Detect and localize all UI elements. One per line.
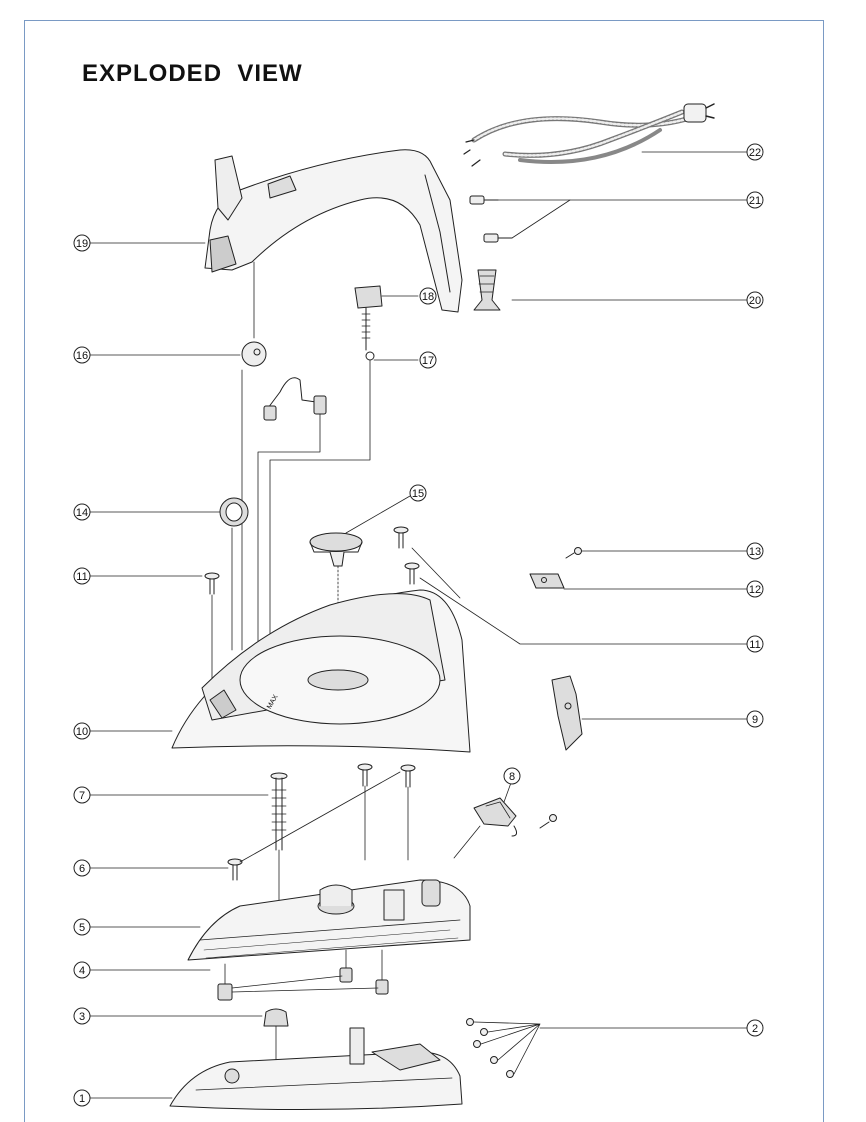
callout-number-15: 15 <box>412 488 424 500</box>
callout-circle-9 <box>746 710 764 728</box>
plate-12 <box>529 573 748 590</box>
callout-number-5: 5 <box>79 922 85 934</box>
page-frame <box>24 20 824 1122</box>
callout-circle-14 <box>73 503 91 521</box>
callout-number-7: 7 <box>79 790 85 802</box>
callout-number-8: 8 <box>509 771 515 783</box>
callout-circle-11 <box>73 567 91 585</box>
callout-circle-17 <box>419 351 437 369</box>
callout-number-10: 10 <box>76 726 88 738</box>
callout-number-14: 14 <box>76 507 88 519</box>
callout-circle-18 <box>419 287 437 305</box>
strain-relief-part <box>473 269 748 311</box>
callout-number-19: 19 <box>76 238 88 250</box>
callout-circle-7 <box>73 786 91 804</box>
callout-circle-5 <box>73 918 91 936</box>
callout-number-17: 17 <box>422 355 434 367</box>
callout-circle-11 <box>746 635 764 653</box>
callout-circle-10 <box>73 722 91 740</box>
o-ring-part <box>269 351 419 651</box>
callout-circle-16 <box>73 346 91 364</box>
callout-number-21: 21 <box>749 195 761 207</box>
callout-number-1: 1 <box>79 1093 85 1105</box>
callout-number-18: 18 <box>422 291 434 303</box>
screw-21 <box>469 195 748 243</box>
callout-circle-8 <box>503 767 521 785</box>
callout-circle-13 <box>746 542 764 560</box>
bracket-part <box>551 675 748 751</box>
callout-number-4: 4 <box>79 965 85 977</box>
callout-circle-22 <box>746 143 764 161</box>
callout-number-22: 22 <box>749 147 761 159</box>
tank-base-part <box>87 879 471 961</box>
callout-circle-20 <box>746 291 764 309</box>
callout-number-13: 13 <box>749 546 761 558</box>
callout-circle-12 <box>746 580 764 598</box>
callout-circle-19 <box>73 234 91 252</box>
spray-tube-part <box>257 377 327 651</box>
screw-13 <box>565 547 748 559</box>
callout-number-2: 2 <box>752 1023 758 1035</box>
seal-ring-part <box>87 497 249 651</box>
callout-circle-2 <box>746 1019 764 1037</box>
spray-button-part <box>354 285 419 351</box>
callout-circle-15 <box>409 484 427 502</box>
callout-circle-4 <box>73 961 91 979</box>
soleplate-part <box>87 1027 463 1111</box>
housing-part <box>87 589 471 753</box>
steam-knob-part <box>87 341 267 651</box>
thermostat-part <box>453 779 557 859</box>
power-cord-part <box>463 103 748 167</box>
callout-circle-6 <box>73 859 91 877</box>
handle-part <box>87 149 463 339</box>
callout-number-16: 16 <box>76 350 88 362</box>
callout-number-6: 6 <box>79 863 85 875</box>
callout-number-11: 11 <box>76 571 87 583</box>
callout-number-11: 11 <box>749 639 760 651</box>
callout-circle-21 <box>746 191 764 209</box>
feet-part <box>87 949 389 1001</box>
callout-number-20: 20 <box>749 295 761 307</box>
callout-number-12: 12 <box>749 584 761 596</box>
screw-2 <box>466 1018 748 1078</box>
cap-part <box>87 1008 289 1069</box>
callout-circle-3 <box>73 1007 91 1025</box>
valve-rod-part <box>87 772 288 933</box>
callout-circle-1 <box>73 1089 91 1107</box>
callout-number-3: 3 <box>79 1011 85 1023</box>
callout-number-9: 9 <box>752 714 758 726</box>
screw-11 <box>87 526 748 681</box>
page-title: EXPLODED VIEW <box>82 60 303 87</box>
screw-6 <box>87 763 416 881</box>
